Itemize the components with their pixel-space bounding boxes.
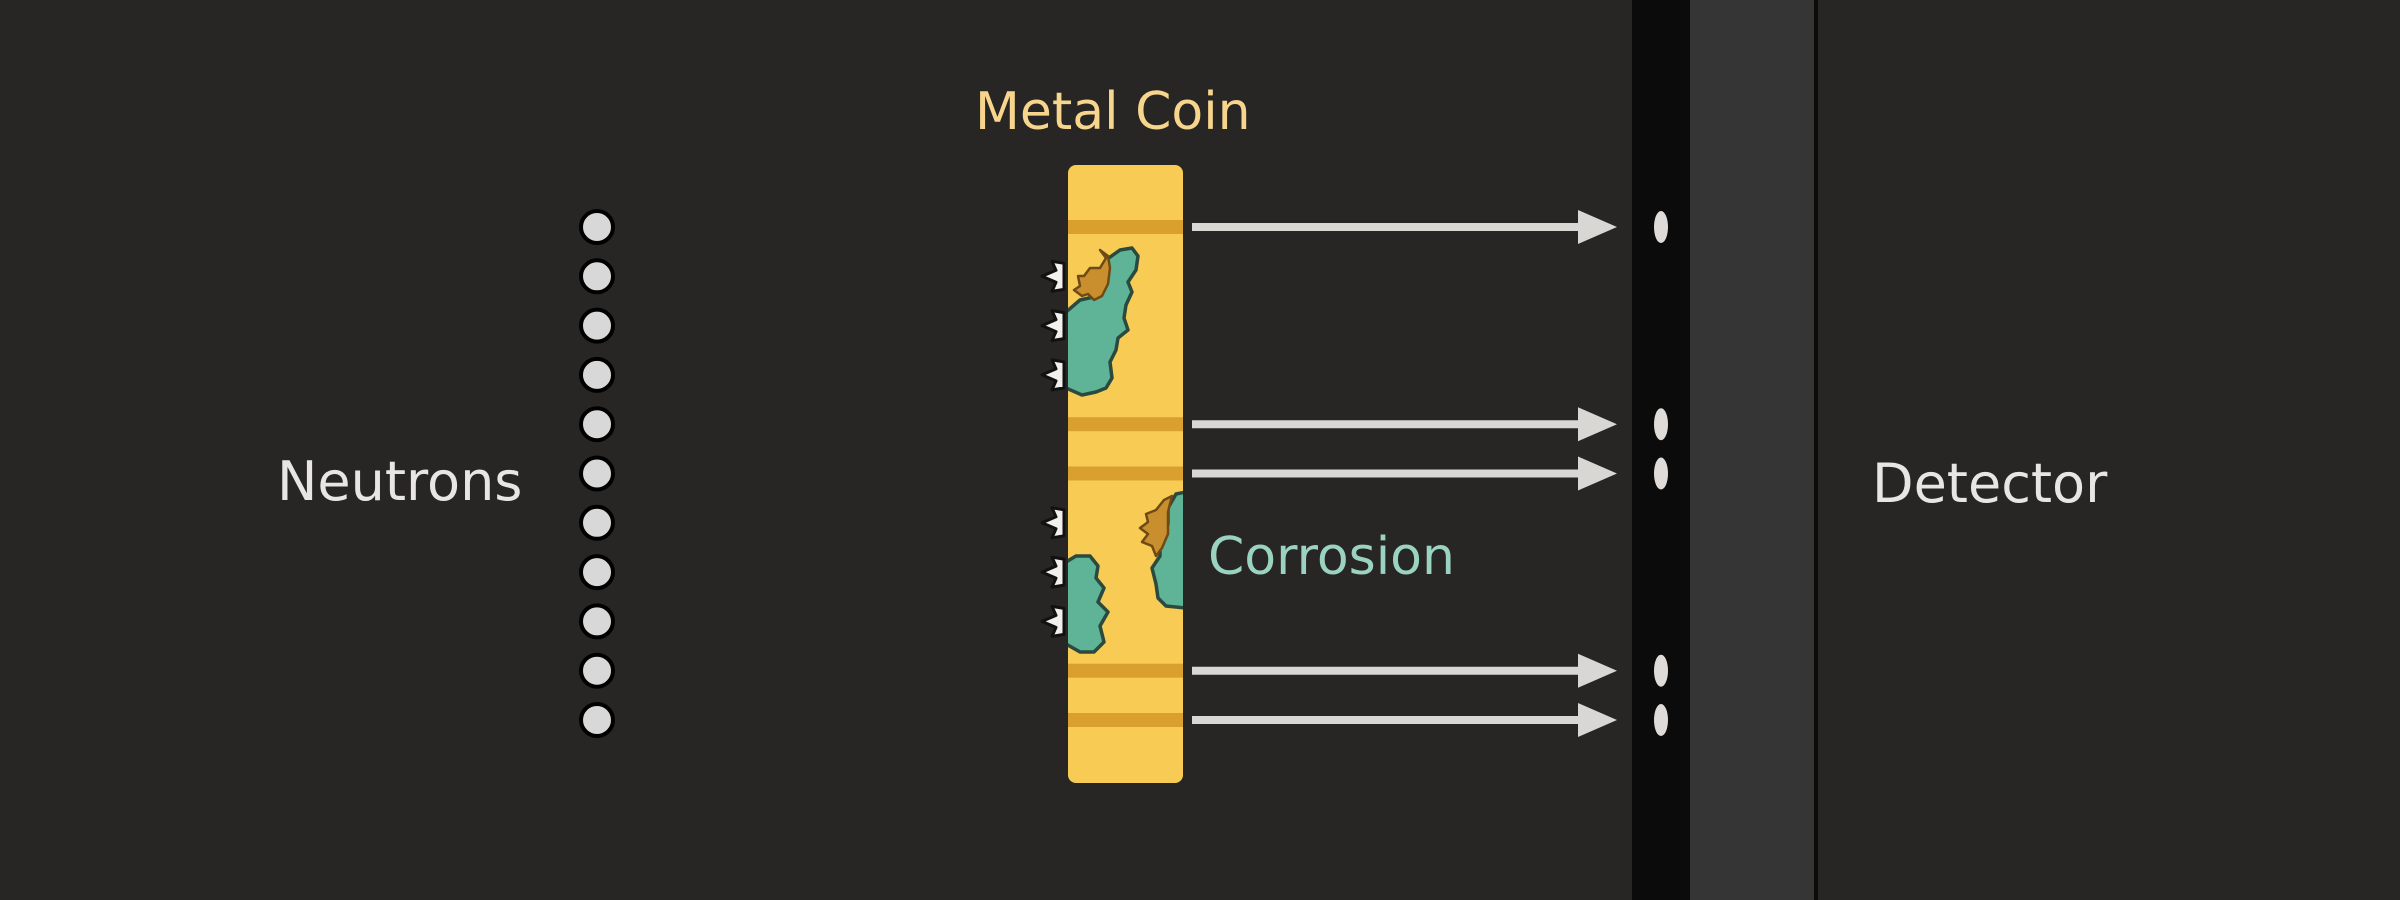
neutron-particle: [579, 307, 615, 344]
beam-10: [579, 652, 1668, 689]
neutron-particle: [579, 455, 615, 492]
blocked-impact: [1040, 309, 1066, 343]
detector-label: Detector: [1872, 452, 2108, 515]
arrow-head: [1578, 407, 1617, 442]
beam-1: [579, 209, 1668, 245]
beam-4: [579, 356, 1066, 393]
beams-layer: [579, 209, 1668, 738]
detector-back-edge: [1814, 0, 1818, 900]
corrosion-patch-lower-left: [1068, 554, 1110, 654]
neutron-particle: [579, 356, 615, 393]
corrosion-regions: [1068, 246, 1183, 654]
detector-hit: [1654, 408, 1668, 441]
neutron-particle: [579, 258, 615, 295]
beam-9: [579, 603, 1066, 640]
blocked-impact: [1040, 259, 1066, 293]
blocked-impact: [1040, 506, 1066, 540]
neutron-particle: [579, 603, 615, 640]
beam-5: [579, 406, 1668, 443]
beam-3: [579, 307, 1066, 344]
corrosion-label: Corrosion: [1208, 527, 1455, 587]
detector-body: [1690, 0, 1814, 900]
beam-2: [579, 258, 1066, 295]
arrow-head: [1578, 210, 1617, 244]
detector-hit: [1654, 704, 1668, 736]
beam-11: [579, 702, 1668, 738]
beam-8: [579, 554, 1066, 591]
metal-coin-label: Metal Coin: [975, 82, 1251, 142]
detector: [1632, 0, 1818, 900]
neutron-particle: [579, 652, 615, 689]
neutron-particle: [579, 406, 615, 443]
coin-band: [1068, 466, 1183, 481]
neutron-particle: [579, 209, 615, 245]
detector-hit: [1654, 211, 1668, 243]
beam-7: [579, 504, 1066, 541]
neutron-particle: [579, 504, 615, 541]
neutron-particle: [579, 554, 615, 591]
metal-coin: [1068, 165, 1183, 783]
detector-hit: [1654, 457, 1668, 490]
coin-bands: [1068, 220, 1183, 727]
arrow-head: [1578, 653, 1617, 688]
coin-band: [1068, 220, 1183, 234]
coin-band: [1068, 663, 1183, 678]
neutron-particle: [579, 702, 615, 738]
neutrons-label: Neutrons: [277, 450, 523, 513]
detector-hit: [1654, 654, 1668, 687]
arrow-head: [1578, 456, 1617, 491]
coin-band: [1068, 417, 1183, 432]
rust-spot-upper: [1072, 248, 1112, 302]
arrow-head: [1578, 703, 1617, 737]
coin-band: [1068, 713, 1183, 727]
beam-6: [579, 455, 1668, 492]
blocked-impact: [1040, 358, 1066, 392]
rust-spot-right: [1138, 494, 1174, 558]
blocked-impact: [1040, 604, 1066, 638]
detector-front-strip: [1632, 0, 1690, 900]
blocked-impact: [1040, 555, 1066, 589]
